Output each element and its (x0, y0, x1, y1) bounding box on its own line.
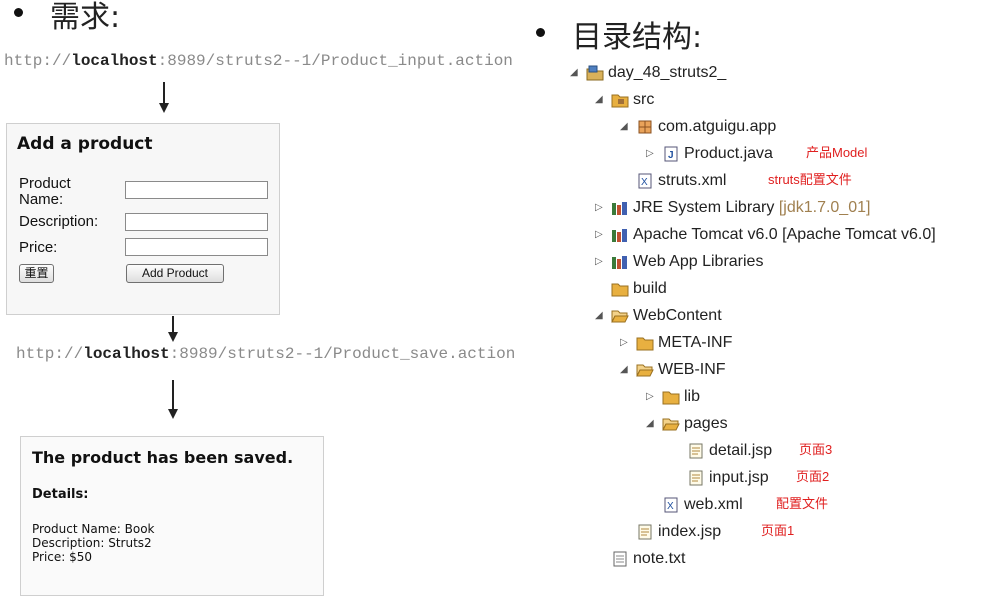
project-icon (586, 65, 604, 81)
tree-item-suffix: [jdk1.7.0_01] (774, 199, 871, 216)
red-annotation: 配置文件 (776, 496, 829, 511)
add-product-button[interactable]: Add Product (126, 264, 224, 283)
tree-item-label: WEB-INF (658, 361, 726, 378)
tree-item-label: Product.java (684, 145, 773, 162)
input-action-url[interactable]: http://localhost:8989/struts2--1/Product… (4, 52, 513, 70)
expand-twisty-icon[interactable]: ▷ (646, 391, 654, 402)
tree-item-label: web.xml (684, 496, 743, 513)
bullet (536, 28, 545, 37)
requirements-heading: 需求: (50, 0, 121, 35)
svg-text:X: X (641, 177, 648, 188)
expand-twisty-icon[interactable]: ▷ (595, 256, 603, 267)
library-icon (611, 227, 629, 243)
tree-item-label: note.txt (633, 550, 686, 567)
url-path: :8989/struts2--1/Product_save.action (169, 345, 516, 363)
directory-structure-heading: 目录结构: (572, 20, 703, 55)
form-title: Add a product (17, 134, 153, 154)
tree-item-label: Web App Libraries (633, 253, 764, 270)
tree-item-label: lib (684, 388, 701, 405)
text-file-icon (611, 551, 629, 567)
svg-text:X: X (667, 501, 674, 512)
red-annotation: 页面2 (796, 469, 830, 484)
collapse-twisty-icon[interactable]: ◢ (570, 67, 578, 78)
xml-file-icon: X (662, 497, 680, 513)
url-prefix: http:// (4, 52, 72, 70)
tree-item-label: index.jsp (658, 523, 722, 540)
flow-arrow-line (172, 380, 174, 410)
tree-item-label: com.atguigu.app (658, 118, 777, 135)
tree-item-label: WebContent (633, 307, 722, 324)
red-annotation: 页面1 (761, 523, 795, 538)
flow-arrow-head (159, 103, 169, 113)
price-label: Price: (19, 239, 58, 256)
detail-product-name: Product Name: Book (32, 522, 155, 536)
collapse-twisty-icon[interactable]: ◢ (620, 121, 628, 132)
detail-description: Description: Struts2 (32, 536, 152, 550)
flow-arrow-head (168, 332, 178, 342)
description-input[interactable] (125, 213, 268, 231)
tree-item-label: src (633, 91, 655, 108)
bullet (14, 8, 23, 17)
expand-twisty-icon[interactable]: ▷ (646, 148, 654, 159)
product-name-input[interactable] (125, 181, 268, 199)
flow-arrow-line (172, 316, 174, 334)
red-annotation: 页面3 (799, 442, 833, 457)
product-saved-panel: The product has been saved. Details: Pro… (20, 436, 324, 596)
svg-text:J: J (668, 150, 674, 161)
folder-open-icon (636, 362, 654, 378)
red-annotation: struts配置文件 (768, 172, 852, 187)
tree-item-label: day_48_struts2_ (608, 64, 727, 81)
details-label: Details: (32, 487, 89, 502)
add-product-form: Add a product Product Name: Description:… (6, 123, 280, 315)
expand-twisty-icon[interactable]: ▷ (595, 202, 603, 213)
expand-twisty-icon[interactable]: ▷ (620, 337, 628, 348)
description-label: Description: (19, 213, 99, 230)
folder-icon (636, 335, 654, 351)
folder-icon (611, 281, 629, 297)
price-input[interactable] (125, 238, 268, 256)
save-action-url[interactable]: http://localhost:8989/struts2--1/Product… (16, 345, 515, 363)
collapse-twisty-icon[interactable]: ◢ (595, 94, 603, 105)
tree-item-label: detail.jsp (709, 442, 773, 459)
url-host: localhost (71, 52, 158, 70)
folder-open-icon (662, 416, 680, 432)
flow-arrow-line (163, 82, 165, 104)
tree-item-label: META-INF (658, 334, 733, 351)
tree-item-label: build (633, 280, 667, 297)
package-icon (636, 119, 654, 135)
saved-title: The product has been saved. (32, 448, 294, 467)
url-host: localhost (83, 345, 170, 363)
reset-button[interactable]: 重置 (19, 264, 54, 283)
jsp-file-icon (687, 443, 705, 459)
package-folder-icon (611, 92, 629, 108)
collapse-twisty-icon[interactable]: ◢ (646, 418, 654, 429)
detail-price: Price: $50 (32, 550, 93, 564)
tree-item-label: pages (684, 415, 728, 432)
library-icon (611, 200, 629, 216)
jsp-file-icon (636, 524, 654, 540)
folder-open-icon (611, 308, 629, 324)
tree-item-label: JRE System Library [jdk1.7.0_01] (633, 199, 871, 216)
product-name-label: Product Name: (19, 175, 71, 208)
tree-item-label: struts.xml (658, 172, 727, 189)
url-path: :8989/struts2--1/Product_input.action (157, 52, 513, 70)
library-icon (611, 254, 629, 270)
collapse-twisty-icon[interactable]: ◢ (620, 364, 628, 375)
folder-icon (662, 389, 680, 405)
tree-item-label: input.jsp (709, 469, 769, 486)
tree-item-label: Apache Tomcat v6.0 [Apache Tomcat v6.0] (633, 226, 936, 243)
jsp-file-icon (687, 470, 705, 486)
java-file-icon: J (662, 146, 680, 162)
xml-file-icon: X (636, 173, 654, 189)
details-list: Product Name: Book Description: Struts2 … (32, 522, 155, 564)
collapse-twisty-icon[interactable]: ◢ (595, 310, 603, 321)
flow-arrow-head (168, 409, 178, 419)
url-prefix: http:// (16, 345, 84, 363)
expand-twisty-icon[interactable]: ▷ (595, 229, 603, 240)
red-annotation: 产品Model (806, 145, 868, 160)
